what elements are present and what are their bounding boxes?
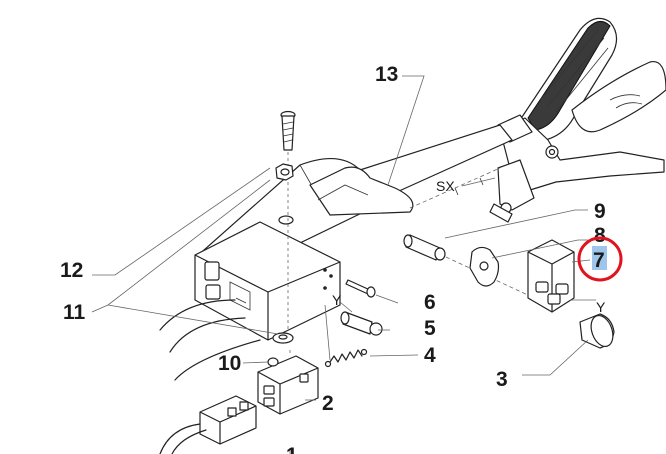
screw-12: [280, 110, 296, 330]
connector-2: [257, 350, 319, 415]
spacer-9: [403, 234, 561, 311]
callout-5: 5: [424, 317, 436, 340]
grip-bracket: [489, 159, 535, 223]
switch-housing: [194, 221, 341, 341]
callout-13: 13: [375, 63, 398, 86]
callout-9: 9: [594, 200, 606, 223]
callout-7: 7: [593, 249, 605, 272]
plate-8: [469, 246, 500, 287]
lower-frame-bars: [159, 299, 261, 381]
callout-3: 3: [496, 368, 508, 391]
switch-block-7: [527, 239, 575, 313]
nut-11: [272, 163, 294, 344]
callout-7-highlight: [592, 246, 607, 270]
handle-grip: [497, 17, 666, 191]
leader-lines: [91, 75, 596, 454]
bead-10: [267, 357, 279, 367]
spring-4: [324, 304, 368, 368]
knob-3: [579, 313, 615, 349]
pin-5: [340, 311, 383, 336]
callout-1: 1: [286, 444, 298, 454]
tag-y-right: Y: [596, 299, 606, 315]
tag-y-left: Y: [332, 292, 342, 308]
callout-2: 2: [322, 392, 334, 415]
callout-10: 10: [218, 352, 241, 375]
callouts: 13 12 11 10 9 8 7 6 5 4 3 2 1 SX Y Y: [60, 63, 623, 454]
callout-8: 8: [594, 224, 606, 247]
callout-11: 11: [63, 301, 86, 324]
plug-1: [159, 395, 257, 454]
highlight-ring: [577, 236, 623, 282]
screw-6: [345, 279, 376, 298]
callout-12: 12: [60, 259, 83, 282]
tag-sx: SX: [436, 178, 455, 194]
callout-4: 4: [424, 344, 436, 367]
callout-6: 6: [424, 291, 436, 314]
